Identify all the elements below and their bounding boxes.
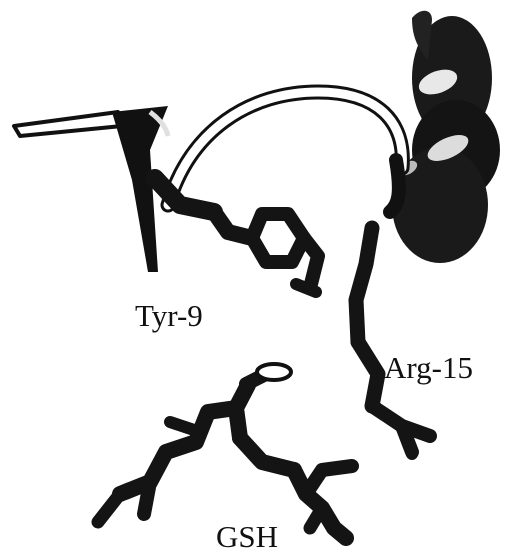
- loop-ribbon: [168, 92, 402, 212]
- gsh-label: GSH: [216, 521, 278, 552]
- beta-strand: [14, 112, 122, 136]
- gsh-thiol-tip: [257, 364, 291, 380]
- gsh-molecule: [98, 374, 352, 538]
- tyr-9-sidechain: [155, 178, 318, 292]
- tyr-9-label: Tyr-9: [135, 300, 203, 331]
- arg-15-sidechain: [356, 228, 436, 460]
- alpha-helix: [392, 11, 500, 263]
- arg-15-label: Arg-15: [384, 352, 473, 383]
